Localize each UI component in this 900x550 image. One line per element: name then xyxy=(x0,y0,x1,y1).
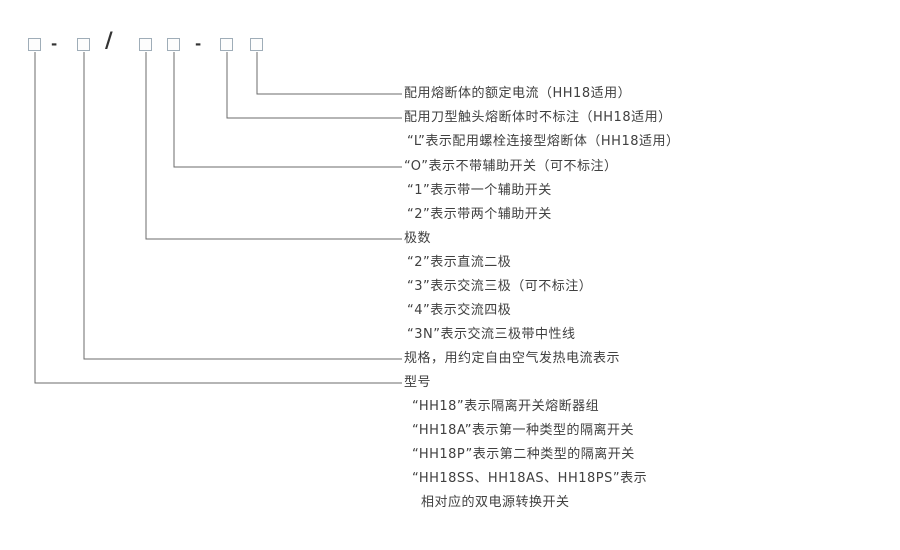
separator-dash-2: - xyxy=(195,35,202,53)
code-box-fuse-current xyxy=(250,38,263,51)
connector-aux-switch xyxy=(173,52,402,168)
label-specification: 规格，用约定自由空气发热电流表示 xyxy=(404,351,621,366)
separator-dash-1: - xyxy=(51,35,58,53)
label-poles-ac-three-neutral: “3N”表示交流三极带中性线 xyxy=(407,327,576,342)
label-poles-dc-two: “2”表示直流二极 xyxy=(407,255,512,270)
label-model-transfer-switch-line2: 相对应的双电源转换开关 xyxy=(421,495,570,510)
connector-spec xyxy=(83,52,402,360)
label-aux-switch-one: “1”表示带一个辅助开关 xyxy=(407,183,552,198)
label-poles-ac-four: “4”表示交流四极 xyxy=(407,303,512,318)
connector-poles xyxy=(145,52,402,240)
label-model-transfer-switch-line1: “HH18SS、HH18AS、HH18PS”表示 xyxy=(412,471,648,486)
label-poles-ac-three: “3”表示交流三极（可不标注） xyxy=(407,279,593,294)
label-fuse-rated-current: 配用熔断体的额定电流（HH18适用） xyxy=(404,86,632,101)
label-model: 型号 xyxy=(404,375,432,390)
label-model-hh18a: “HH18A”表示第一种类型的隔离开关 xyxy=(412,423,634,438)
separator-slash: / xyxy=(105,28,113,52)
connector-model xyxy=(34,52,402,384)
code-box-model xyxy=(28,38,41,51)
label-bolt-connection-fuse-note: “L”表示配用螺栓连接型熔断体（HH18适用） xyxy=(407,134,680,149)
code-box-fuse-type xyxy=(220,38,233,51)
label-aux-switch-two: “2”表示带两个辅助开关 xyxy=(407,207,552,222)
connector-fuse-current xyxy=(256,52,402,95)
code-box-aux-switch xyxy=(167,38,180,51)
code-box-spec xyxy=(77,38,90,51)
label-aux-switch-none: “O”表示不带辅助开关（可不标注） xyxy=(404,159,618,174)
label-model-hh18p: “HH18P”表示第二种类型的隔离开关 xyxy=(412,447,635,462)
code-box-poles xyxy=(139,38,152,51)
label-poles: 极数 xyxy=(404,231,432,246)
label-model-hh18: “HH18”表示隔离开关熔断器组 xyxy=(412,399,600,414)
label-knife-contact-fuse-note: 配用刀型触头熔断体时不标注（HH18适用） xyxy=(404,110,672,125)
connector-fuse-type xyxy=(226,52,402,119)
